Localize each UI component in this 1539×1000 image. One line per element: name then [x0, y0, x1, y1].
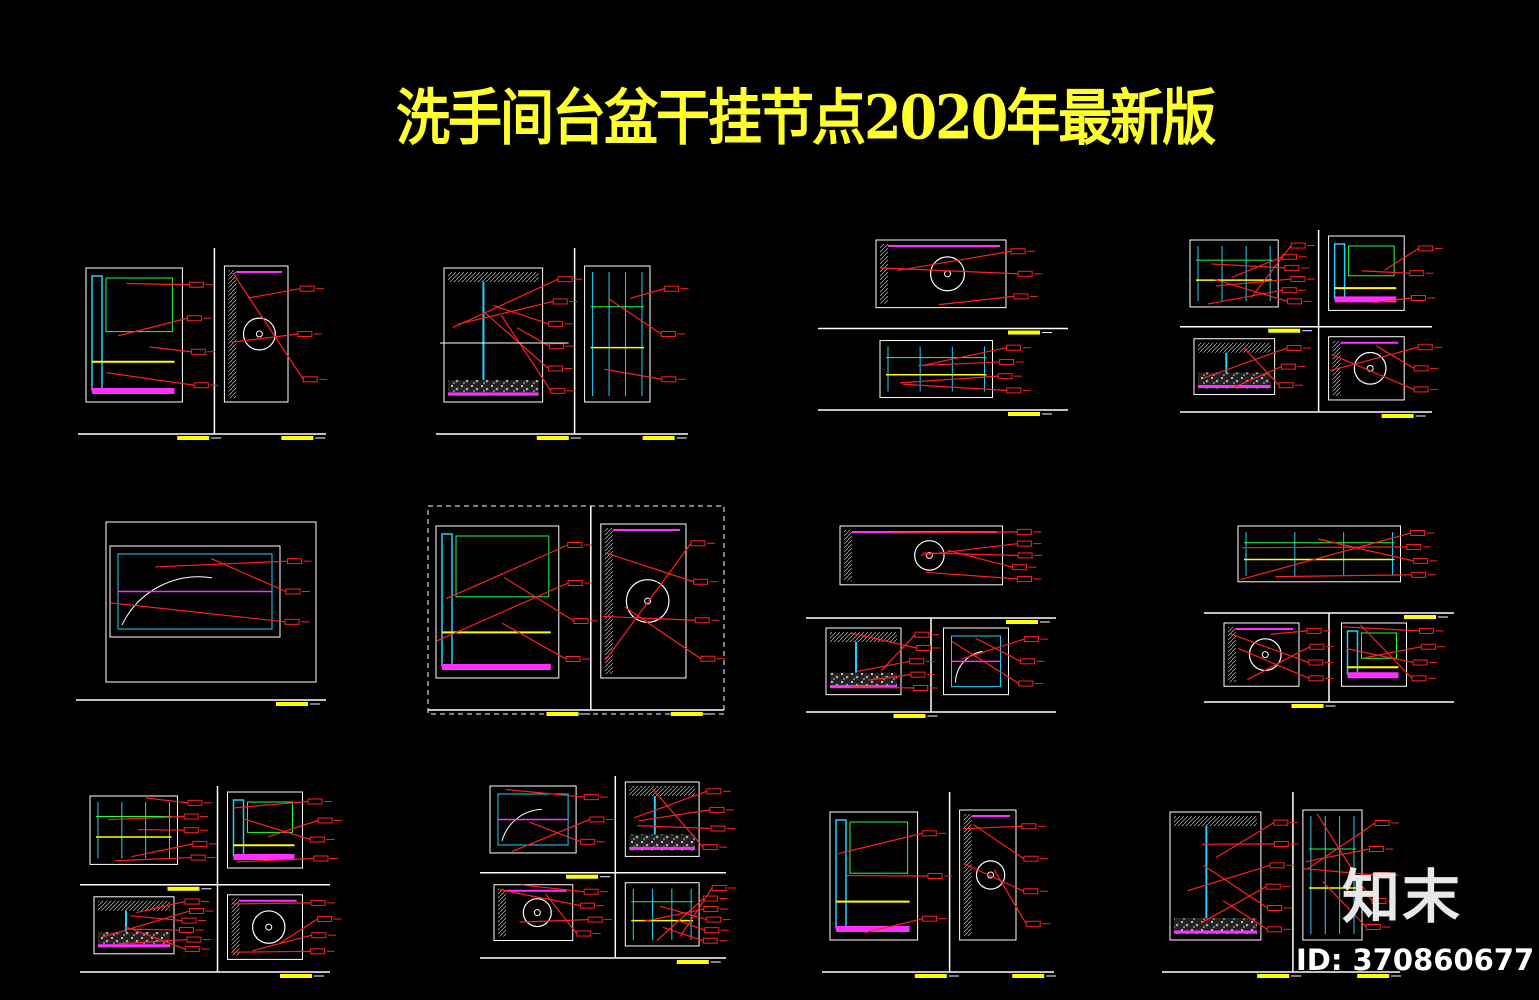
detail-sheet [1204, 525, 1454, 708]
detail-sheet [822, 792, 1057, 978]
detail-sheet [806, 525, 1056, 718]
watermark-logo: 知末 [1342, 863, 1463, 931]
asset-id-label: ID: 370860677 [1296, 943, 1535, 977]
detail-sheet [436, 248, 689, 440]
detail-sheet [76, 521, 326, 706]
detail-sheet [480, 776, 737, 964]
detail-sheet [818, 239, 1068, 416]
detail-sheet [427, 505, 725, 716]
detail-sheet [78, 248, 328, 440]
detail-sheet [1180, 230, 1443, 418]
detail-sheet [80, 786, 343, 978]
drawing-title: 洗手间台盆干挂节点2020年最新版 [396, 81, 1216, 154]
detail-sheet [1162, 792, 1402, 978]
